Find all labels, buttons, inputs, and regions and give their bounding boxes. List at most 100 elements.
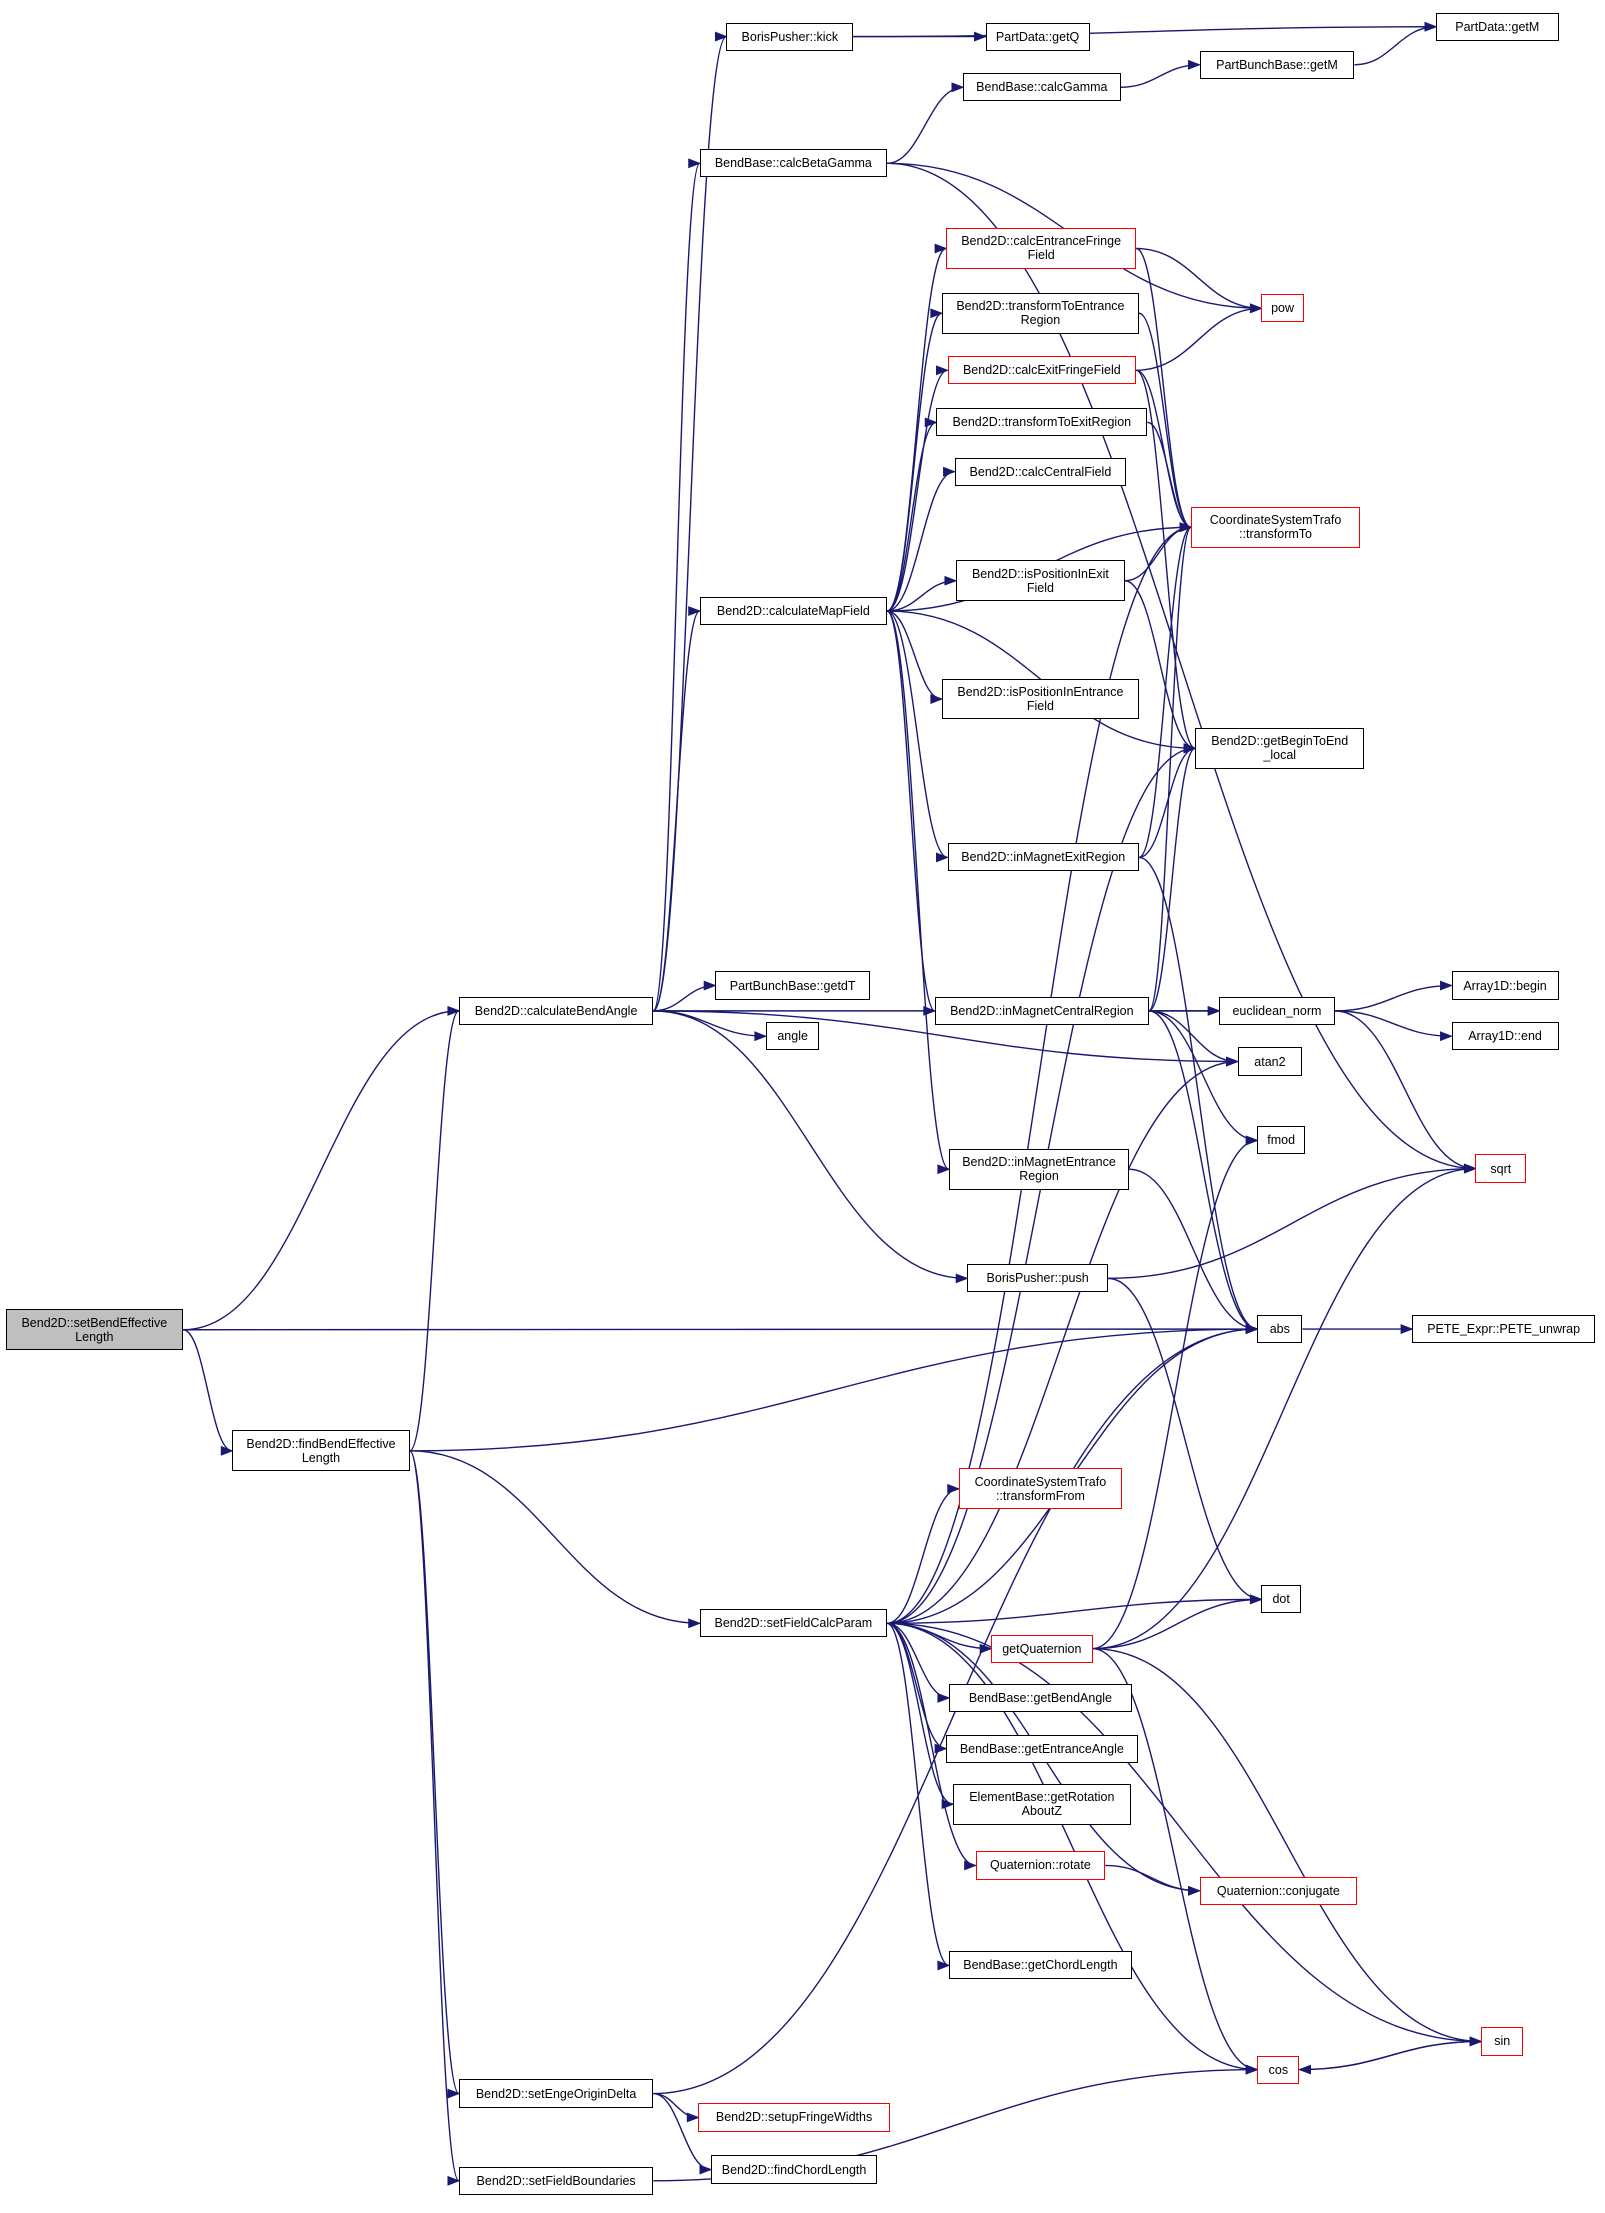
arrowhead-calculateBendAngle-to-borisKick xyxy=(714,31,728,42)
edge-calculateMapField-to-calcExitFringeField xyxy=(886,369,948,612)
node-boris-push[interactable]: BorisPusher::push xyxy=(967,1264,1108,1293)
node-set-field-boundaries[interactable]: Bend2D::setFieldBoundaries xyxy=(458,2166,654,2195)
node-transform-from[interactable]: CoordinateSystemTrafo ::transformFrom xyxy=(958,1468,1123,1510)
arrowhead-setEngeOriginDelta-to-setupFringeWidths xyxy=(686,2112,700,2123)
edge-isPositionInExitField-to-getBeginToEndLocal xyxy=(1124,580,1196,749)
edge-setEngeOriginDelta-to-setupFringeWidths xyxy=(653,2092,699,2119)
node-in-magnet-central-region[interactable]: Bend2D::inMagnetCentralRegion xyxy=(934,996,1149,1025)
node-quaternion-conjugate[interactable]: Quaternion::conjugate xyxy=(1199,1876,1358,1905)
node-setup-fringe-widths[interactable]: Bend2D::setupFringeWidths xyxy=(698,2103,890,2132)
edge-quaternionRotate-to-quaternionConjugate xyxy=(1105,1864,1200,1892)
node-in-magnet-exit-region[interactable]: Bend2D::inMagnetExitRegion xyxy=(947,843,1139,872)
node-transform-to-exit-region[interactable]: Bend2D::transformToExitRegion xyxy=(936,408,1148,437)
arrowhead-calculateMapField-to-isPositionInEntranceField xyxy=(930,694,944,704)
arrowhead-calculateBendAngle-to-borisPush xyxy=(955,1273,969,1284)
node-sqrt[interactable]: sqrt xyxy=(1475,1154,1527,1183)
node-is-position-in-entrance-field[interactable]: Bend2D::isPositionInEntrance Field xyxy=(941,678,1139,720)
node-set-enge-origin-delta[interactable]: Bend2D::setEngeOriginDelta xyxy=(458,2079,654,2108)
node-euclidean-norm[interactable]: euclidean_norm xyxy=(1219,996,1335,1025)
edge-setFieldCalcParam-to-cos xyxy=(886,1622,1258,2071)
node-transform-to[interactable]: CoordinateSystemTrafo ::transformTo xyxy=(1191,506,1361,548)
node-part-bunch-getd-t[interactable]: PartBunchBase::getdT xyxy=(715,971,871,1000)
arrowhead-calculateMapField-to-calcCentralField xyxy=(943,466,956,477)
edge-inMagnetCentralRegion-to-abs xyxy=(1148,1010,1258,1330)
edge-borisPush-to-sqrt xyxy=(1108,1167,1476,1280)
node-get-chord-length[interactable]: BendBase::getChordLength xyxy=(948,1951,1132,1980)
node-calc-beta-gamma[interactable]: BendBase::calcBetaGamma xyxy=(699,149,887,178)
node-calc-gamma[interactable]: BendBase::calcGamma xyxy=(963,73,1121,102)
arrowhead-calculateMapField-to-calcEntranceFringeField xyxy=(934,243,948,254)
edge-findBendEffectiveLength-to-setFieldBoundaries xyxy=(409,1450,460,2182)
node-is-position-in-exit-field[interactable]: Bend2D::isPositionInExit Field xyxy=(955,560,1125,602)
arrowhead-calculateMapField-to-calcExitFringeField xyxy=(936,365,949,376)
edge-setFieldCalcParam-to-getEntranceAngle xyxy=(886,1622,947,1750)
node-quaternion-rotate[interactable]: Quaternion::rotate xyxy=(975,1851,1106,1880)
node-pow[interactable]: pow xyxy=(1261,294,1304,323)
node-array1d-end[interactable]: Array1D::end xyxy=(1451,1022,1559,1051)
edge-calculateMapField-to-inMagnetExitRegion xyxy=(886,610,948,859)
edge-calcExitFringeField-to-getBeginToEndLocal xyxy=(1135,369,1196,749)
node-part-bunch-get-m[interactable]: PartBunchBase::getM xyxy=(1199,50,1355,79)
arrowhead-setFieldCalcParam-to-getQuaternion xyxy=(979,1643,993,1654)
arrowhead-calculateMapField-to-inMagnetExitRegion xyxy=(936,852,949,863)
node-atan2[interactable]: atan2 xyxy=(1237,1047,1303,1076)
node-get-begin-to-end-local[interactable]: Bend2D::getBeginToEnd _local xyxy=(1195,727,1365,769)
edge-calculateMapField-to-transformToEntranceRegion xyxy=(886,312,943,612)
arrowhead-calcBetaGamma-to-calcGamma xyxy=(951,82,965,93)
node-find-bend-effective-length[interactable]: Bend2D::findBendEffective Length xyxy=(232,1430,410,1472)
node-abs[interactable]: abs xyxy=(1257,1314,1303,1344)
node-part-data-get-q[interactable]: PartData::getQ xyxy=(985,22,1090,51)
node-calc-central-field[interactable]: Bend2D::calcCentralField xyxy=(954,457,1127,486)
edge-inMagnetCentralRegion-to-atan2 xyxy=(1148,1010,1238,1063)
arrowhead-getQuaternion-to-sqrt xyxy=(1463,1163,1477,1174)
node-set-bend-effective-length: Bend2D::setBendEffective Length xyxy=(5,1309,184,1351)
edge-calcBetaGamma-to-sqrt xyxy=(886,162,1476,1170)
edge-calculateBendAngle-to-angle xyxy=(653,1010,766,1037)
edge-setBendEffectiveLength-to-calculateBendAngle xyxy=(183,1010,459,1331)
edge-getQuaternion-to-fmod xyxy=(1092,1139,1258,1650)
edge-inMagnetCentralRegion-to-getBeginToEndLocal xyxy=(1148,747,1196,1012)
node-calculate-bend-angle[interactable]: Bend2D::calculateBendAngle xyxy=(458,996,654,1025)
node-get-entrance-angle[interactable]: BendBase::getEntranceAngle xyxy=(946,1734,1138,1763)
arrowhead-calcGamma-to-partBunchGetM xyxy=(1188,59,1201,70)
arrowhead-inMagnetCentralRegion-to-euclideanNorm xyxy=(1207,1005,1221,1016)
node-transform-to-entrance-region[interactable]: Bend2D::transformToEntrance Region xyxy=(941,292,1139,334)
edge-findBendEffectiveLength-to-abs xyxy=(409,1328,1258,1452)
arrowhead-setEngeOriginDelta-to-findChordLength xyxy=(699,2164,713,2175)
node-calc-entrance-fringe-field[interactable]: Bend2D::calcEntranceFringe Field xyxy=(946,228,1137,269)
node-set-field-calc-param[interactable]: Bend2D::setFieldCalcParam xyxy=(699,1609,887,1638)
arrowhead-calculateMapField-to-inMagnetEntranceRegion xyxy=(937,1164,951,1175)
node-in-magnet-entrance-region[interactable]: Bend2D::inMagnetEntrance Region xyxy=(948,1148,1130,1190)
node-get-quaternion[interactable]: getQuaternion xyxy=(991,1634,1093,1663)
edge-calculateBendAngle-to-borisKick xyxy=(652,35,728,1012)
node-cos[interactable]: cos xyxy=(1257,2055,1300,2084)
node-angle[interactable]: angle xyxy=(765,1022,820,1051)
arrowhead-setFieldCalcParam-to-getBendAngle xyxy=(937,1692,951,1703)
arrowhead-findBendEffectiveLength-to-setFieldBoundaries xyxy=(447,2175,461,2186)
edge-transformToEntranceRegion-to-transformTo xyxy=(1138,312,1192,528)
node-find-chord-length[interactable]: Bend2D::findChordLength xyxy=(710,2155,878,2184)
node-dot[interactable]: dot xyxy=(1261,1585,1301,1614)
edge-calculateBendAngle-to-calculateMapField xyxy=(652,610,701,1012)
node-calc-exit-fringe-field[interactable]: Bend2D::calcExitFringeField xyxy=(947,356,1137,385)
node-get-bend-angle[interactable]: BendBase::getBendAngle xyxy=(948,1683,1132,1712)
node-sin[interactable]: sin xyxy=(1481,2027,1524,2056)
edge-inMagnetExitRegion-to-abs xyxy=(1138,856,1258,1330)
node-pete-unwrap[interactable]: PETE_Expr::PETE_unwrap xyxy=(1412,1314,1596,1344)
edge-getQuaternion-to-dot xyxy=(1092,1598,1262,1650)
arrowhead-borisKick-to-partDataGetQ xyxy=(974,31,987,42)
edge-euclideanNorm-to-sqrt xyxy=(1334,1010,1476,1170)
arrowhead-abs-to-peteUnwrap xyxy=(1400,1324,1414,1334)
node-part-data-get-m[interactable]: PartData::getM xyxy=(1436,12,1559,41)
edge-calculateBendAngle-to-calcBetaGamma xyxy=(652,162,701,1012)
node-fmod[interactable]: fmod xyxy=(1257,1126,1306,1155)
edge-inMagnetExitRegion-to-getBeginToEndLocal xyxy=(1138,747,1196,859)
arrowhead-calculateBendAngle-to-calculateMapField xyxy=(688,606,702,616)
edge-inMagnetCentralRegion-to-transformTo xyxy=(1148,526,1192,1012)
node-get-rotation-about-z[interactable]: ElementBase::getRotation AboutZ xyxy=(953,1783,1131,1825)
node-array1d-begin[interactable]: Array1D::begin xyxy=(1451,971,1559,1000)
node-calculate-map-field[interactable]: Bend2D::calculateMapField xyxy=(699,596,887,626)
edge-setBendEffectiveLength-to-findBendEffectiveLength xyxy=(182,1329,233,1452)
node-boris-kick[interactable]: BorisPusher::kick xyxy=(726,22,854,51)
edge-calculateMapField-to-transformToExitRegion xyxy=(886,421,937,612)
